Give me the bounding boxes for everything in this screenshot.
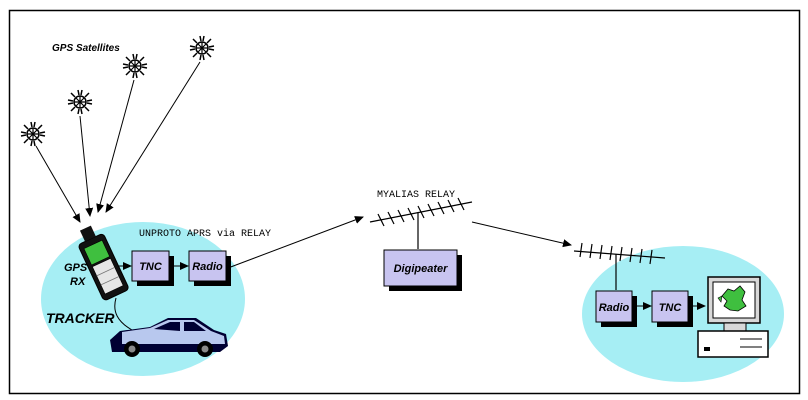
tracker-tnc-box: TNC xyxy=(131,250,174,286)
svg-text:TNC: TNC xyxy=(139,261,163,273)
relay-label: MYALIAS RELAY xyxy=(377,190,455,201)
gps-cable xyxy=(114,297,133,331)
gps-receiver-icon xyxy=(78,225,129,301)
digipeater-box: Digipeater xyxy=(383,249,462,291)
svg-text:Digipeater: Digipeater xyxy=(394,263,449,275)
station-tnc-box: TNC xyxy=(651,290,693,327)
station-radio-box: Radio xyxy=(595,290,637,327)
satellites-label: GPS Satellites xyxy=(52,43,120,54)
satellite-icon xyxy=(189,35,215,61)
satellite-signal-arrows xyxy=(35,61,201,223)
tracker-radio-box: Radio xyxy=(188,250,231,286)
tracker-label: TRACKER xyxy=(46,310,115,326)
yagi-antenna-icon xyxy=(573,242,666,290)
svg-text:Radio: Radio xyxy=(192,261,223,273)
satellite-icon xyxy=(122,53,148,79)
relay-to-station-arrow xyxy=(471,221,572,248)
car-icon xyxy=(110,318,228,357)
tracker-zone xyxy=(41,222,245,376)
yagi-antenna-icon xyxy=(369,197,473,249)
gps-rx-label-line2: RX xyxy=(70,276,86,288)
svg-text:Radio: Radio xyxy=(599,302,630,314)
diagram-border xyxy=(8,9,801,395)
satellite-icon xyxy=(20,121,46,147)
unproto-label: UNPROTO APRS via RELAY xyxy=(139,228,271,240)
gps-rx-label-line1: GPS xyxy=(64,262,88,274)
computer-icon xyxy=(697,276,769,358)
tracker-to-relay-arrow xyxy=(227,216,364,269)
svg-text:TNC: TNC xyxy=(659,302,683,314)
satellite-icon xyxy=(67,89,93,115)
